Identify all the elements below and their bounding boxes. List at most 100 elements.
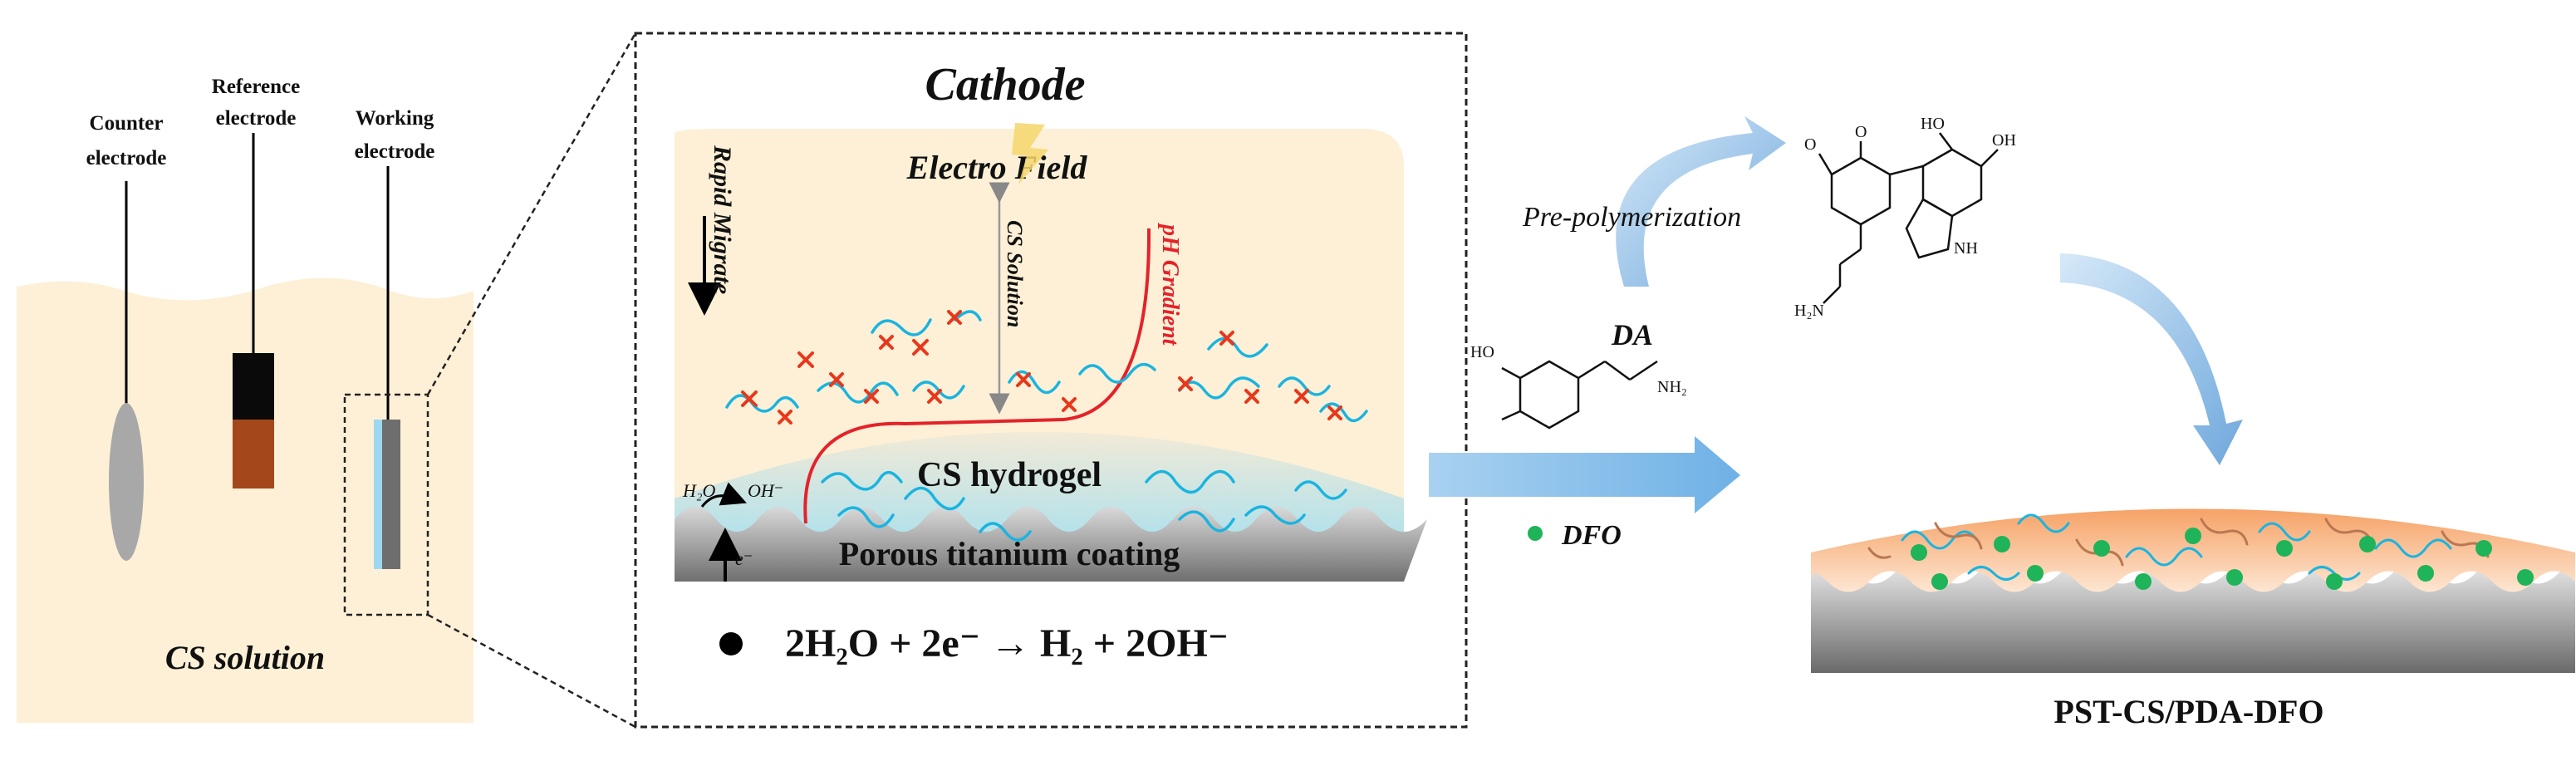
result-cs-chains — [1901, 513, 2452, 581]
cross-mark — [1062, 397, 1077, 412]
cross-mark — [912, 339, 929, 356]
reference-electrode-cap — [233, 353, 274, 420]
cross-mark — [1219, 331, 1234, 346]
cs-hydrogel-label: CS hydrogel — [917, 456, 1102, 494]
oh-label: OH⁻ — [748, 480, 783, 501]
electrochemical-cell — [17, 133, 473, 723]
dfo-dot — [2135, 573, 2152, 590]
counter-electrode — [109, 403, 144, 561]
cs-chain — [871, 318, 932, 336]
aminoethyl-4 — [1823, 286, 1841, 304]
dfo-label: DFO — [1561, 520, 1622, 551]
dfo-dot — [2276, 540, 2293, 557]
working-electrode — [382, 420, 400, 569]
link-bond — [1889, 164, 1924, 176]
gel-chain — [1294, 480, 1347, 500]
da-label: DA — [1611, 318, 1653, 351]
quinone-co-1 — [1818, 153, 1833, 175]
rapid-migrate-label: Rapid Migrate — [709, 145, 736, 294]
dfo-dot-icon — [1528, 526, 1543, 541]
cross-mark — [741, 390, 758, 407]
da-ho-label: HO — [1470, 343, 1494, 361]
cathode-title: Cathode — [925, 59, 1086, 110]
result-cs-chain — [2374, 538, 2452, 558]
working-electrode-label-1: Working — [356, 107, 434, 130]
reference-electrode-label-2: electrode — [216, 107, 297, 130]
cross-mark — [1016, 372, 1031, 387]
cross-mark — [879, 335, 894, 350]
porous-coating-waves — [675, 507, 1427, 582]
result-pda-chain — [1867, 547, 1892, 559]
cs-chain — [1278, 376, 1331, 396]
prepolymerization-label: Pre-polymerization — [1522, 202, 1741, 233]
result-substrate — [1811, 562, 2575, 673]
reaction-equation: 2H₂O + 2e⁻ → H₂ + 2OH⁻ — [785, 621, 1229, 665]
cs-chain — [954, 310, 982, 322]
dfo-dot — [2417, 565, 2434, 582]
gel-chain — [979, 522, 1032, 542]
gel-chain — [1178, 510, 1235, 533]
counter-electrode-label-1: Counter — [90, 112, 164, 135]
dfo-dot — [1994, 536, 2010, 552]
cathode-inner-scene — [675, 129, 1427, 582]
dopamine-ho-bond-1 — [1501, 366, 1521, 380]
gel-chain — [904, 486, 965, 511]
h2o-label: H₂O — [682, 480, 716, 501]
gel-chain — [1145, 469, 1235, 494]
ph-gradient-curve — [803, 228, 1151, 524]
da-nh2-label: NH₂ — [1657, 378, 1687, 396]
quinone-ring — [1830, 156, 1892, 226]
indole-oh-label: OH — [1992, 131, 2016, 150]
gel-chain — [1244, 505, 1306, 525]
dfo-dot — [2226, 569, 2243, 586]
dopamine-chain-1 — [1577, 360, 1606, 380]
result-pda-chain — [1934, 522, 1983, 550]
dopamine-ring — [1519, 360, 1580, 430]
working-electrode-zoom-box — [343, 393, 429, 616]
dopamine-chain-2 — [1604, 360, 1631, 381]
main-process-arrow — [1429, 436, 1740, 513]
cs-chain — [725, 394, 799, 413]
cs-solution-label: CS solution — [165, 639, 325, 676]
counter-electrode-label-2: electrode — [86, 147, 167, 169]
dfo-dot — [2475, 540, 2492, 557]
dfo-dot — [1931, 573, 1948, 590]
result-pda-chain — [2200, 518, 2249, 546]
porous-coating-label: Porous titanium coating — [839, 535, 1180, 572]
ph-gradient-label: pH Gradient — [1157, 223, 1183, 346]
cs-solution-bath — [17, 277, 473, 723]
electric-bolt-icon — [1012, 123, 1048, 184]
result-label: PST-CS/PDA-DFO — [2053, 693, 2323, 730]
cs-chains-solution — [725, 310, 1368, 423]
positive-charge-crosses — [741, 310, 1342, 425]
result-cs-chain — [2258, 522, 2311, 542]
result-dfo-dots — [1911, 528, 2534, 590]
dopaminochrome-structure — [1818, 132, 1999, 304]
result-cs-chain — [1967, 566, 2020, 581]
result-cs-chain — [1901, 530, 1979, 550]
deposition-arrow — [2060, 253, 2243, 465]
cross-mark — [947, 310, 962, 325]
dfo-dot — [2185, 528, 2201, 544]
cross-mark — [1244, 389, 1259, 404]
cross-mark — [829, 372, 844, 387]
cross-mark — [778, 410, 792, 425]
gel-chain — [821, 470, 903, 491]
cs-chain — [1207, 336, 1268, 358]
dfo-dot — [2027, 565, 2044, 582]
cs-chain — [1078, 362, 1156, 384]
cs-chain — [1178, 376, 1260, 400]
reference-electrode-body — [233, 420, 274, 489]
quinone-o-label-1: O — [1804, 135, 1816, 154]
cs-hydrogel-network — [821, 469, 1347, 542]
dfo-dot — [2326, 573, 2343, 590]
cross-mark — [1327, 405, 1342, 420]
cs-solution-vertical-label: CS Solution — [1003, 220, 1027, 327]
cross-mark — [797, 351, 814, 368]
dfo-dot — [2359, 536, 2376, 552]
electron-label: e⁻ — [735, 548, 753, 569]
zoom-line-top — [426, 32, 637, 395]
indole-benzene-ring — [1921, 148, 1983, 218]
working-electrode-coating — [374, 420, 384, 569]
result-cs-chain — [2017, 513, 2070, 533]
